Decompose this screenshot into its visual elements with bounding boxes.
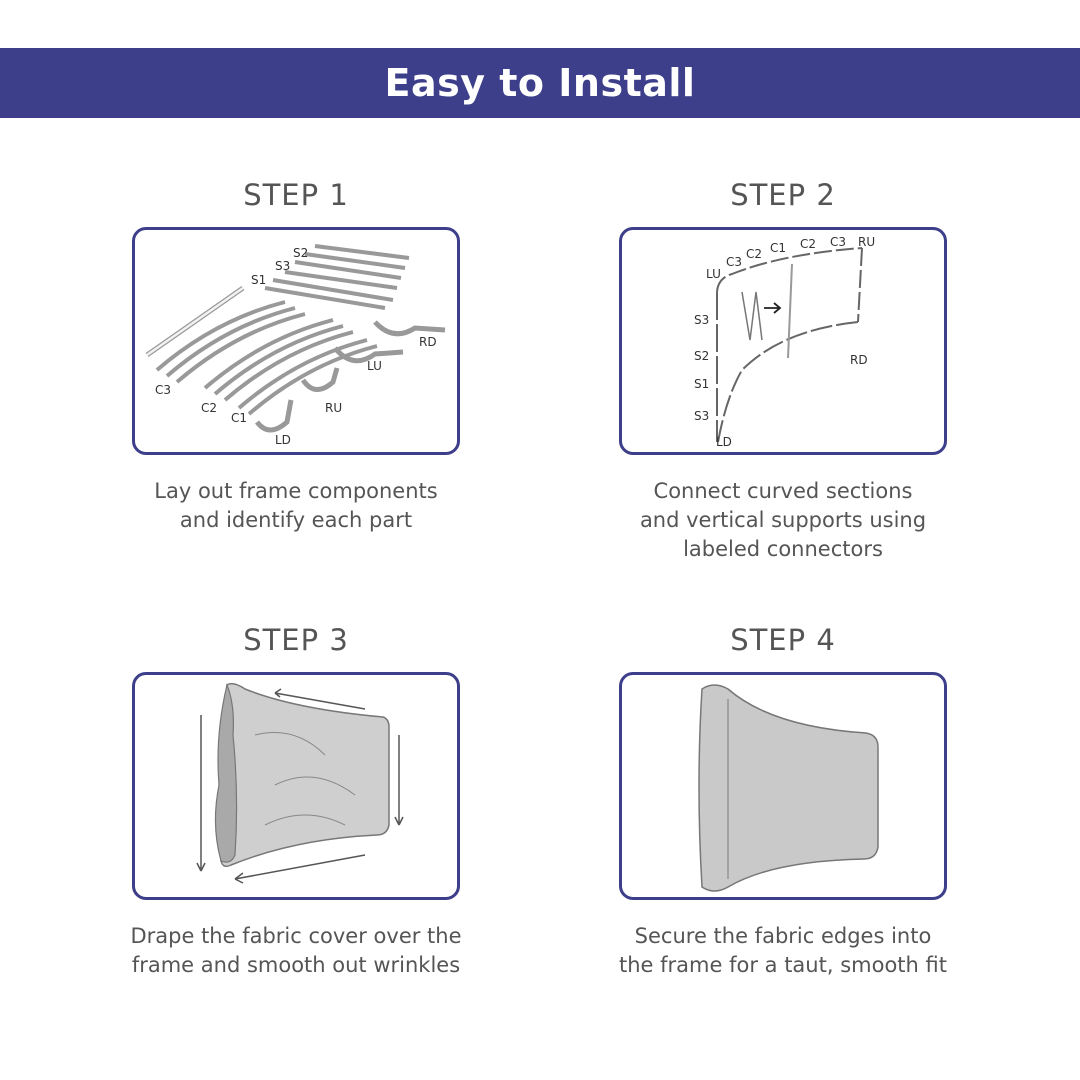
label-ld: LD xyxy=(716,435,732,449)
frame-assembly-illustration: LU C3 C2 C1 C2 C3 RU S3 S2 S1 S3 LD RD xyxy=(694,235,875,449)
label-s1: S1 xyxy=(251,273,266,287)
label-lu: LU xyxy=(367,359,382,373)
title-banner: Easy to Install xyxy=(0,48,1080,118)
step-4-title: STEP 4 xyxy=(730,623,836,657)
step-3-caption: Drape the fabric cover over the frame an… xyxy=(130,924,462,977)
label-s3-top: S3 xyxy=(694,313,709,327)
label-s3: S3 xyxy=(275,259,290,273)
label-c2: C2 xyxy=(201,401,217,415)
label-ru: RU xyxy=(325,401,342,415)
label-c2-right: C2 xyxy=(800,237,816,251)
label-rd: RD xyxy=(419,335,437,349)
frame-components-illustration: S2 S3 S1 C3 C2 C1 LD RU LU RD xyxy=(145,244,446,447)
label-c3-left: C3 xyxy=(726,255,742,269)
step-2-caption: Connect curved sections and vertical sup… xyxy=(639,479,927,561)
label-c1: C1 xyxy=(770,241,786,255)
step-3-panel xyxy=(132,672,460,900)
label-s1: S1 xyxy=(694,377,709,391)
step-2-panel: LU C3 C2 C1 C2 C3 RU S3 S2 S1 S3 LD RD xyxy=(619,227,947,455)
label-lu: LU xyxy=(706,267,721,281)
label-ld: LD xyxy=(275,433,291,447)
label-c3: C3 xyxy=(155,383,171,397)
label-c3-right: C3 xyxy=(830,235,846,249)
step-2-title: STEP 2 xyxy=(730,178,836,212)
label-s3-bottom: S3 xyxy=(694,409,709,423)
drape-fabric-illustration xyxy=(196,682,404,884)
label-c2-left: C2 xyxy=(746,247,762,261)
label-rd: RD xyxy=(850,353,868,367)
step-4-panel xyxy=(619,672,947,900)
step-2: STEP 2 LU C3 C2 C1 C2 C3 RU S xyxy=(573,175,993,564)
label-s2: S2 xyxy=(694,349,709,363)
step-4: STEP 4 Secure the fabric edges into the … xyxy=(573,620,993,980)
label-s2: S2 xyxy=(293,246,308,260)
step-1-panel: S2 S3 S1 C3 C2 C1 LD RU LU RD xyxy=(132,227,460,455)
step-1: STEP 1 xyxy=(86,175,506,535)
step-1-caption: Lay out frame components and identify ea… xyxy=(154,479,438,532)
label-c1: C1 xyxy=(231,411,247,425)
step-1-title: STEP 1 xyxy=(243,178,349,212)
step-3: STEP 3 Drape the fabric cover over the f… xyxy=(86,620,506,980)
step-4-caption: Secure the fabric edges into the frame f… xyxy=(619,924,947,977)
finished-cover-illustration xyxy=(698,684,879,892)
label-ru: RU xyxy=(858,235,875,249)
step-3-title: STEP 3 xyxy=(243,623,349,657)
page-title: Easy to Install xyxy=(384,61,696,105)
